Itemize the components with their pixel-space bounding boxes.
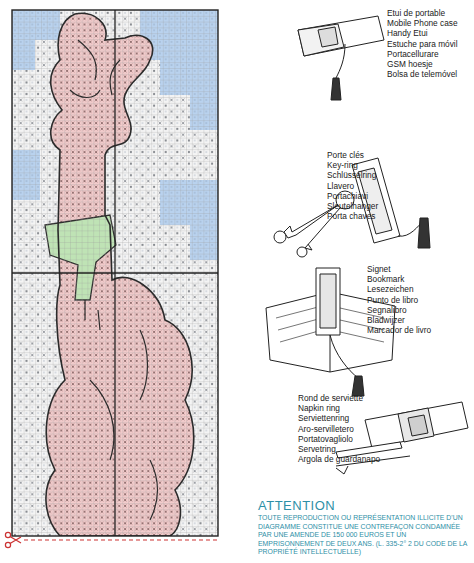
product-label: Aro-servilletero <box>298 424 354 434</box>
case-body <box>298 16 384 56</box>
bookmark-motif <box>320 274 336 328</box>
scarf-fringe <box>85 300 100 330</box>
chart-ground <box>12 10 218 536</box>
product-label: Portacellurare <box>387 49 439 59</box>
giraffe-outline <box>46 13 194 536</box>
bookmark <box>316 268 340 335</box>
scissors-blade <box>10 537 21 544</box>
key-ring-drawing <box>274 158 430 257</box>
case-motif <box>318 27 338 47</box>
product-label: Sleutelhanger <box>327 201 378 211</box>
warning-heading: ATTENTION <box>258 498 335 513</box>
product-label: Portatovagliolo <box>298 434 353 444</box>
key-bow <box>274 231 286 243</box>
product-label: Lesezeichen <box>367 284 414 294</box>
product-label: Napkin ring <box>298 403 340 413</box>
product-label: Bladwijzer <box>367 315 405 325</box>
product-label: Handy Etui <box>387 28 428 38</box>
giraffe-detail-lines <box>70 40 158 520</box>
product-label: Serviettenring <box>298 413 349 423</box>
product-label: Schlüsselring <box>327 170 376 180</box>
background-symbols <box>12 10 218 536</box>
product-label: Segnalibro <box>367 305 407 315</box>
center-line <box>12 272 218 273</box>
tassel-cord <box>330 335 358 378</box>
chart-border <box>12 10 218 536</box>
product-label: Signet <box>367 264 391 274</box>
product-label: Argola de guardanapo <box>298 454 380 464</box>
product-label: Servetring <box>298 444 336 454</box>
case-flap <box>298 24 344 56</box>
product-label: Bookmark <box>367 274 404 284</box>
phone-case-drawing <box>298 16 384 100</box>
giraffe-symbols <box>12 10 218 536</box>
product-label: Portachiavi <box>327 191 368 201</box>
product-label: Marcador de livro <box>367 325 431 335</box>
copyright-warning: TOUTE REPRODUCTION OU REPRÉSENTATION ILL… <box>258 514 470 557</box>
chart-grid <box>12 10 218 536</box>
product-label: GSM hoesje <box>387 59 433 69</box>
tassel-cord <box>336 44 345 78</box>
key-bow <box>297 247 307 257</box>
napkin <box>365 402 468 448</box>
product-label: Key-ring <box>327 160 358 170</box>
napkin-ring <box>398 408 434 442</box>
cut-line <box>24 539 218 540</box>
sky-dots <box>12 10 218 536</box>
tassel <box>418 218 430 248</box>
product-label: Rond de serviette <box>298 393 363 403</box>
ring-motif <box>408 415 428 436</box>
product-label: Estuche para móvil <box>387 39 458 49</box>
product-label: Punto de libro <box>367 295 418 305</box>
product-label: Porta chaves <box>327 211 375 221</box>
cross-stitch-chart <box>12 10 218 536</box>
product-label: Llavero <box>327 181 354 191</box>
product-label: Mobile Phone case <box>387 18 458 28</box>
product-label: Porte clés <box>327 150 364 160</box>
product-label: Bolsa de telemóvel <box>387 69 457 79</box>
product-label: Etui de portable <box>387 8 445 18</box>
tassel <box>331 78 341 100</box>
cut-mark <box>5 532 218 547</box>
